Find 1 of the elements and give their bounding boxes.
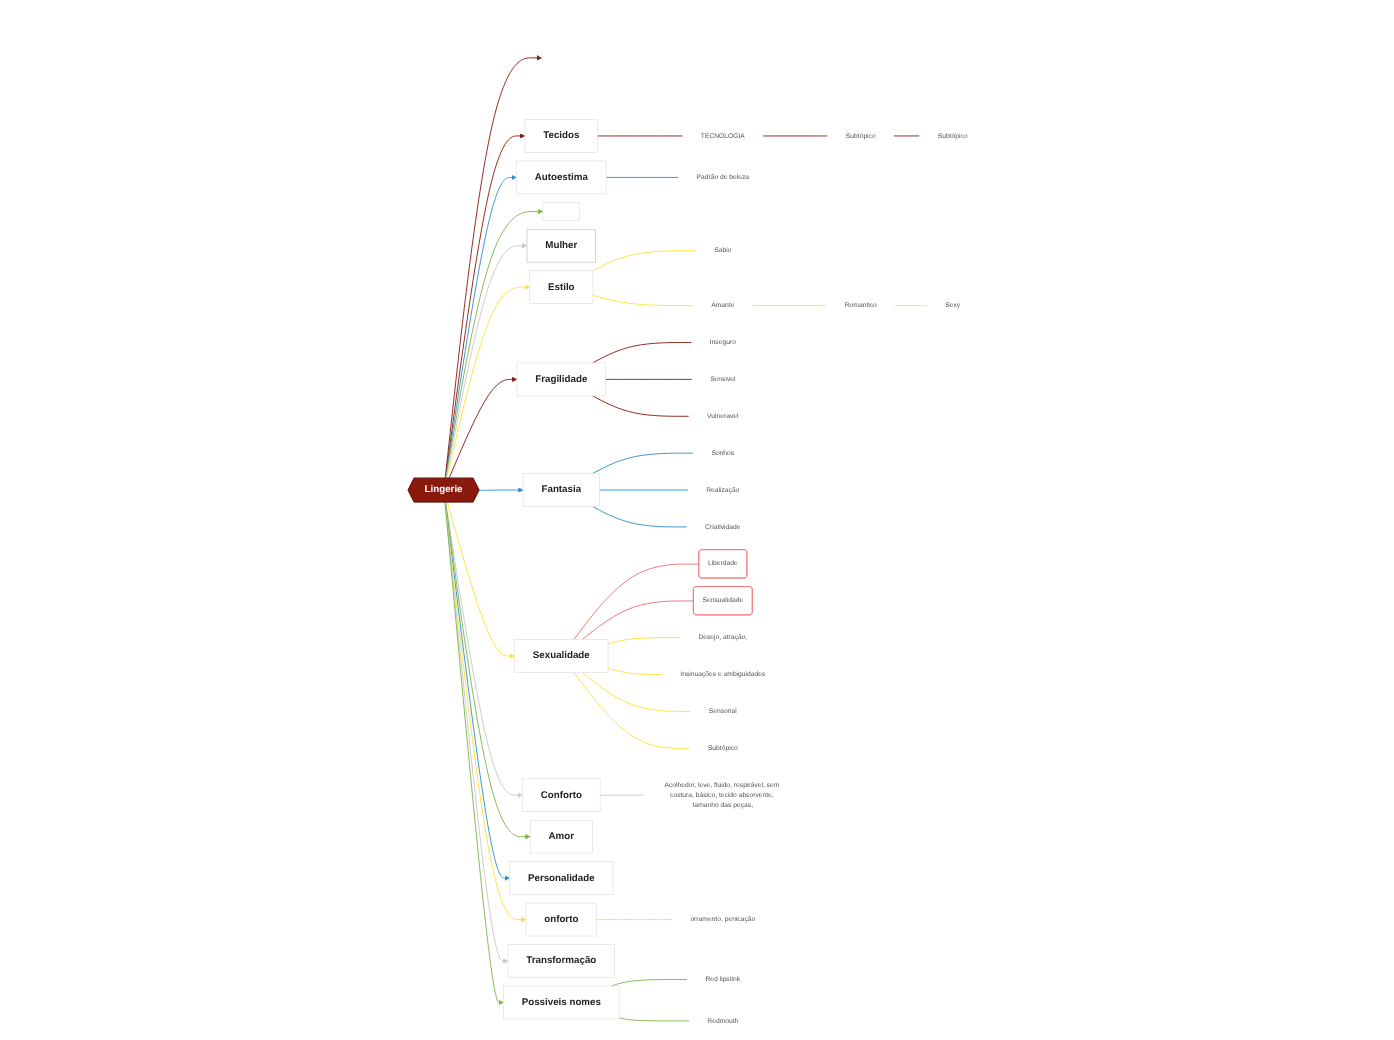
node-box [542,202,580,221]
